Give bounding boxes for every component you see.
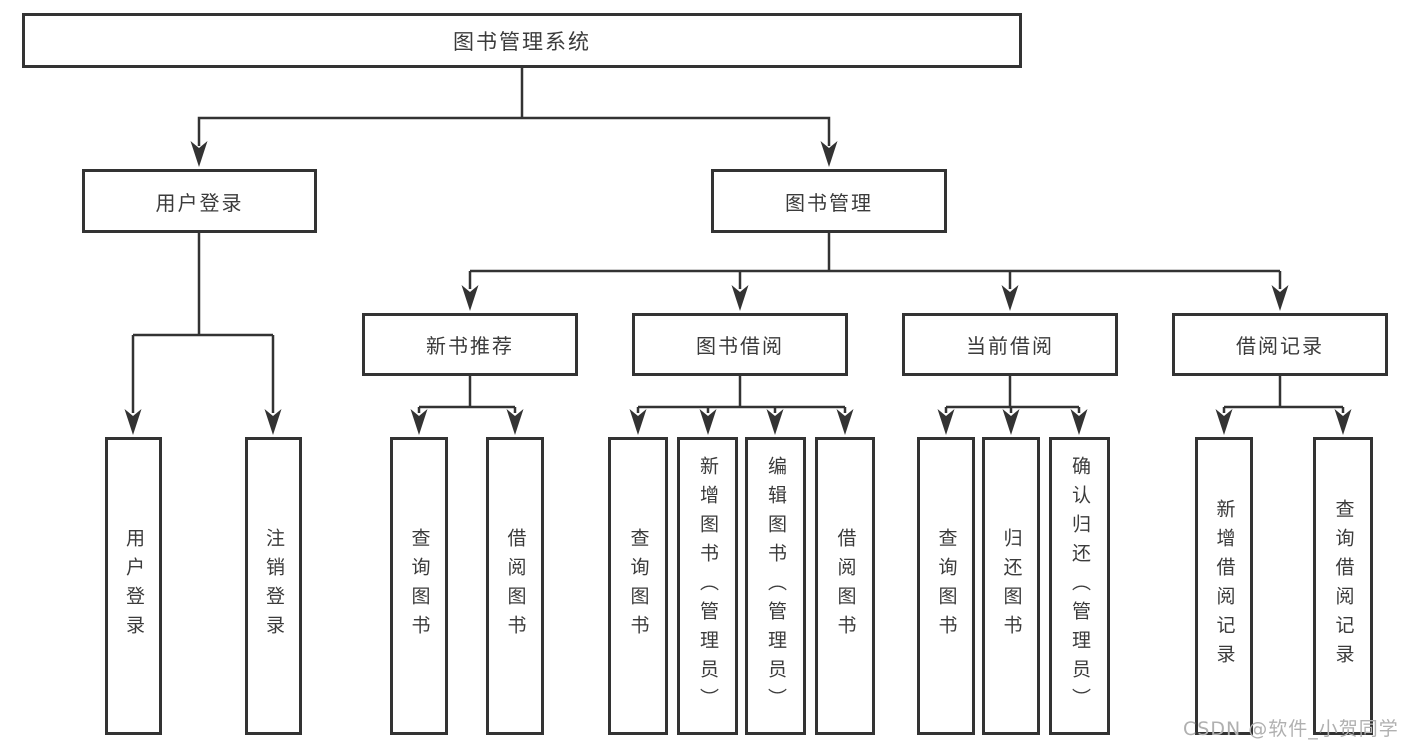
- node-current-borrowing: 当前借阅: [902, 313, 1118, 376]
- node-leaf-add-borrow-record: 新增借阅记录: [1195, 437, 1253, 735]
- watermark: CSDN @软件_小贺同学: [1183, 718, 1399, 740]
- node-leaf-borrow-books: 借阅图书: [815, 437, 875, 735]
- node-label: 注销登录: [263, 528, 285, 644]
- node-label: 借阅图书: [504, 528, 527, 644]
- node-leaf-query-books-current: 查询图书: [917, 437, 975, 735]
- arrow-down-icon: [1334, 409, 1352, 435]
- arrow-down-icon: [461, 285, 479, 311]
- arrowheads: [124, 141, 1352, 435]
- node-leaf-logout: 注销登录: [245, 437, 302, 735]
- node-label: 编辑图书（管理员）: [765, 455, 787, 717]
- node-borrowing-records: 借阅记录: [1172, 313, 1388, 376]
- node-label: 新增图书（管理员）: [697, 455, 719, 717]
- node-label: 归还图书: [1000, 528, 1023, 644]
- node-leaf-query-books-recommend: 查询图书: [390, 437, 448, 735]
- tree-edges: [131, 68, 1345, 413]
- node-leaf-user-login: 用户登录: [105, 437, 162, 735]
- arrow-down-icon: [820, 141, 838, 167]
- arrow-down-icon: [1215, 409, 1233, 435]
- node-user-login: 用户登录: [82, 169, 317, 233]
- node-label: 查询图书: [627, 528, 650, 644]
- arrow-down-icon: [124, 409, 142, 435]
- node-book-borrowing: 图书借阅: [632, 313, 848, 376]
- node-label: 借阅图书: [834, 528, 857, 644]
- node-label: 查询图书: [935, 528, 958, 644]
- node-leaf-confirm-return-admin: 确认归还（管理员）: [1049, 437, 1110, 735]
- arrow-down-icon: [766, 409, 784, 435]
- arrow-down-icon: [1002, 409, 1020, 435]
- node-label: 查询图书: [408, 528, 431, 644]
- node-root-library-system: 图书管理系统: [22, 13, 1022, 68]
- node-leaf-add-books-admin: 新增图书（管理员）: [677, 437, 738, 735]
- node-label: 确认归还（管理员）: [1069, 455, 1091, 717]
- arrow-down-icon: [731, 285, 749, 311]
- node-leaf-edit-books-admin: 编辑图书（管理员）: [745, 437, 806, 735]
- arrow-down-icon: [1001, 285, 1019, 311]
- node-label: 查询借阅记录: [1332, 499, 1355, 673]
- node-book-management: 图书管理: [711, 169, 947, 233]
- arrow-down-icon: [506, 409, 524, 435]
- node-leaf-return-books: 归还图书: [982, 437, 1040, 735]
- node-leaf-borrow-books-recommend: 借阅图书: [486, 437, 544, 735]
- arrow-down-icon: [937, 409, 955, 435]
- arrow-down-icon: [190, 141, 208, 167]
- arrow-down-icon: [699, 409, 717, 435]
- node-leaf-query-books-borrowing: 查询图书: [608, 437, 668, 735]
- arrow-down-icon: [1271, 285, 1289, 311]
- arrow-down-icon: [264, 409, 282, 435]
- arrow-down-icon: [629, 409, 647, 435]
- node-new-book-recommend: 新书推荐: [362, 313, 578, 376]
- arrow-down-icon: [1070, 409, 1088, 435]
- node-leaf-query-borrow-record: 查询借阅记录: [1313, 437, 1373, 735]
- node-label: 用户登录: [123, 528, 145, 644]
- arrow-down-icon: [836, 409, 854, 435]
- node-label: 新增借阅记录: [1213, 499, 1236, 673]
- arrow-down-icon: [410, 409, 428, 435]
